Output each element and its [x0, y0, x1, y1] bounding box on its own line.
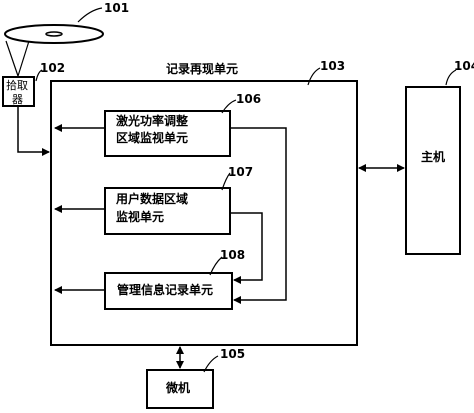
host-label: 主机 — [421, 150, 446, 164]
leader-105 — [203, 355, 219, 373]
ref-103: 103 — [320, 59, 346, 73]
diagram-title: 记录再现单元 — [166, 62, 239, 76]
laser-to-management-arrow — [230, 127, 287, 304]
ref-104: 104 — [454, 59, 474, 73]
leader-104 — [445, 69, 457, 86]
user-data-label-line2: 监视单元 — [116, 210, 165, 224]
user-data-to-management-arrow — [230, 212, 263, 284]
management-box — [104, 272, 233, 310]
microcomputer-box — [146, 369, 214, 409]
ref-101: 101 — [104, 1, 130, 15]
leader-108 — [209, 256, 223, 276]
leader-101 — [77, 7, 103, 23]
ref-106: 106 — [236, 92, 262, 106]
pickup-beam-icon — [5, 40, 30, 77]
laser-power-label-line2: 区域监视单元 — [116, 131, 189, 145]
laser-power-label-line1: 激光功率调整 — [116, 114, 189, 128]
laser-power-box — [104, 110, 231, 157]
leader-103 — [307, 67, 321, 86]
leader-106 — [221, 99, 237, 114]
management-label: 管理信息记录单元 — [117, 283, 214, 297]
recording-unit-box — [50, 80, 358, 346]
optical-disc-icon — [4, 24, 104, 44]
host-box — [405, 86, 461, 255]
ref-102: 102 — [40, 61, 66, 75]
ref-108: 108 — [220, 248, 246, 262]
ref-107: 107 — [228, 165, 254, 179]
ref-105: 105 — [220, 347, 246, 361]
microcomputer-label: 微机 — [166, 381, 191, 395]
pickup-label-line1: 拾取 — [6, 79, 28, 92]
leader-102 — [35, 69, 43, 82]
leader-107 — [221, 172, 231, 191]
pickup-box: 拾取 器 — [2, 76, 35, 107]
pickup-to-unit-arrow — [17, 106, 50, 156]
user-data-label-line1: 用户数据区域 — [116, 192, 189, 206]
pickup-label-line2: 器 — [12, 93, 23, 106]
user-data-box — [104, 187, 231, 235]
